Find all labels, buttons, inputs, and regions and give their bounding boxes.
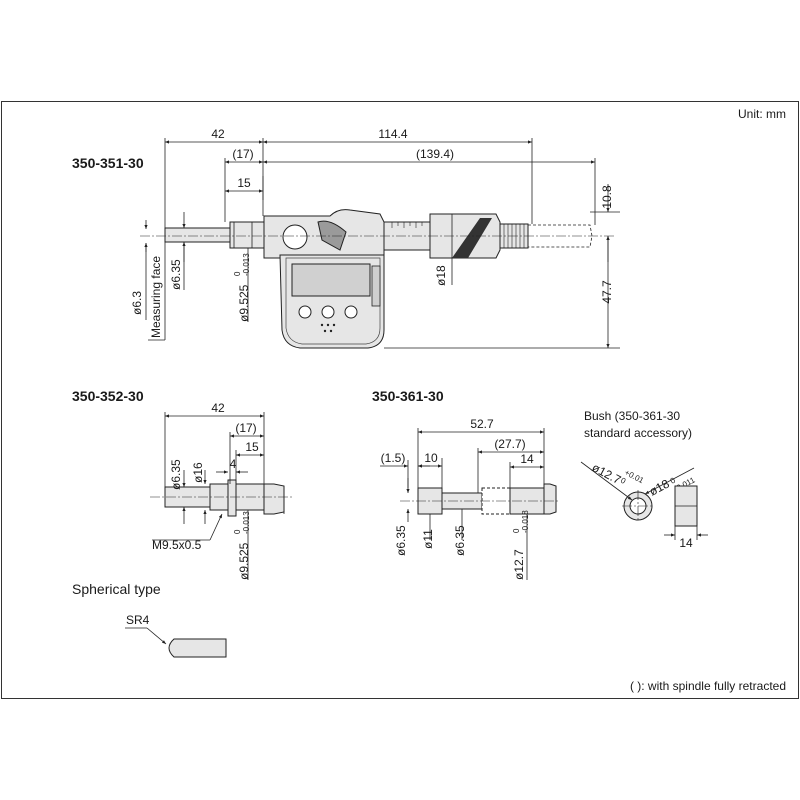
tol-351-upper: 0 [233, 271, 242, 276]
dim-351-d9-525: ø9.525 [237, 284, 251, 322]
spherical-radius: SR4 [126, 613, 150, 627]
dim-352-4: 4 [230, 457, 237, 471]
clamp-nut-type-body [150, 479, 292, 517]
clamp-ring [282, 224, 308, 250]
dim-361-52-7: 52.7 [470, 417, 494, 431]
model-361-title: 350-361-30 [372, 388, 444, 404]
measuring-face-label: Measuring face [149, 256, 163, 338]
unit-label: Unit: mm [738, 107, 786, 121]
sleeve [383, 221, 431, 251]
tol-352-upper: 0 [233, 529, 242, 534]
thimble-graphic [452, 218, 492, 258]
dim-351-d6-35: ø6.35 [169, 259, 183, 290]
tol-351-lower: -0.013 [242, 253, 251, 276]
retracted-outline [528, 224, 593, 248]
bush-tol-a-lower: 0 [619, 476, 628, 486]
bush-dim-14: 14 [679, 536, 693, 550]
tol-352-lower: -0.013 [242, 511, 251, 534]
model-352-title: 350-352-30 [72, 388, 144, 404]
dim-361-d6-35-a: ø6.35 [394, 525, 408, 556]
dim-351-114-4: 114.4 [378, 127, 407, 141]
button-left [298, 305, 312, 319]
dim-351-42: 42 [211, 127, 225, 141]
bush-dim-d18: ø18 [647, 476, 672, 498]
bush-caption-line1: Bush (350-361-30 [584, 409, 680, 423]
tol-361-lower: -0.018 [521, 510, 530, 533]
model-350-351-30: 350-351-30 [72, 127, 620, 349]
button-center [321, 305, 335, 319]
model-350-361-30: 350-361-30 52.7 (27.7) (1.5) 10 14 ø6.3 [372, 388, 560, 580]
dim-352-42: 42 [211, 401, 225, 415]
flat-type-body [400, 483, 560, 515]
dim-351-139-4: (139.4) [416, 147, 454, 161]
thread-label: M9.5x0.5 [152, 538, 202, 552]
dim-352-15: 15 [245, 440, 259, 454]
stem [229, 221, 265, 249]
bush-tol-b-upper: 0 [669, 475, 678, 485]
dim-361-14: 14 [520, 452, 534, 466]
bush-accessory: Bush (350-361-30 standard accessory) ø12… [580, 409, 708, 550]
dim-361-10: 10 [424, 451, 438, 465]
tol-361-upper: 0 [512, 528, 521, 533]
micrometer-head-body [140, 209, 615, 349]
button-right [344, 305, 358, 319]
dim-352-d16: ø16 [191, 462, 205, 483]
dim-361-d11: ø11 [421, 529, 435, 549]
dim-351-10-8: 10.8 [600, 185, 614, 209]
footnote: ( ): with spindle fully retracted [630, 679, 786, 693]
dim-352-d9-525: ø9.525 [237, 542, 251, 580]
dim-351-15: 15 [237, 176, 251, 190]
clamp-lever [317, 220, 347, 251]
spherical-heading: Spherical type [72, 581, 161, 597]
dim-351-17: (17) [232, 147, 253, 161]
dim-361-1-5: (1.5) [381, 451, 406, 465]
model-351-title: 350-351-30 [72, 155, 144, 171]
dim-351-d6-3: ø6.3 [130, 291, 144, 315]
dim-361-27-7: (27.7) [494, 437, 525, 451]
clamp-nut [227, 479, 237, 517]
drawing-border [1, 101, 799, 699]
lcd-screen [291, 263, 371, 297]
dim-352-17: (17) [235, 421, 256, 435]
bush-caption-line2: standard accessory) [584, 426, 692, 440]
dim-351-47-7: 47.7 [600, 280, 614, 304]
dim-352-d6-35: ø6.35 [169, 459, 183, 490]
dim-361-d6-35-b: ø6.35 [453, 525, 467, 556]
spherical-tip [168, 638, 227, 658]
dim-361-d12-7: ø12.7 [512, 549, 526, 580]
spherical-type: Spherical type SR4 [72, 581, 227, 658]
dim-351-d18: ø18 [434, 265, 448, 286]
spindle [164, 227, 231, 243]
model-350-352-30: 350-352-30 42 (17) 15 4 ø6.35 ø16 [72, 388, 292, 580]
